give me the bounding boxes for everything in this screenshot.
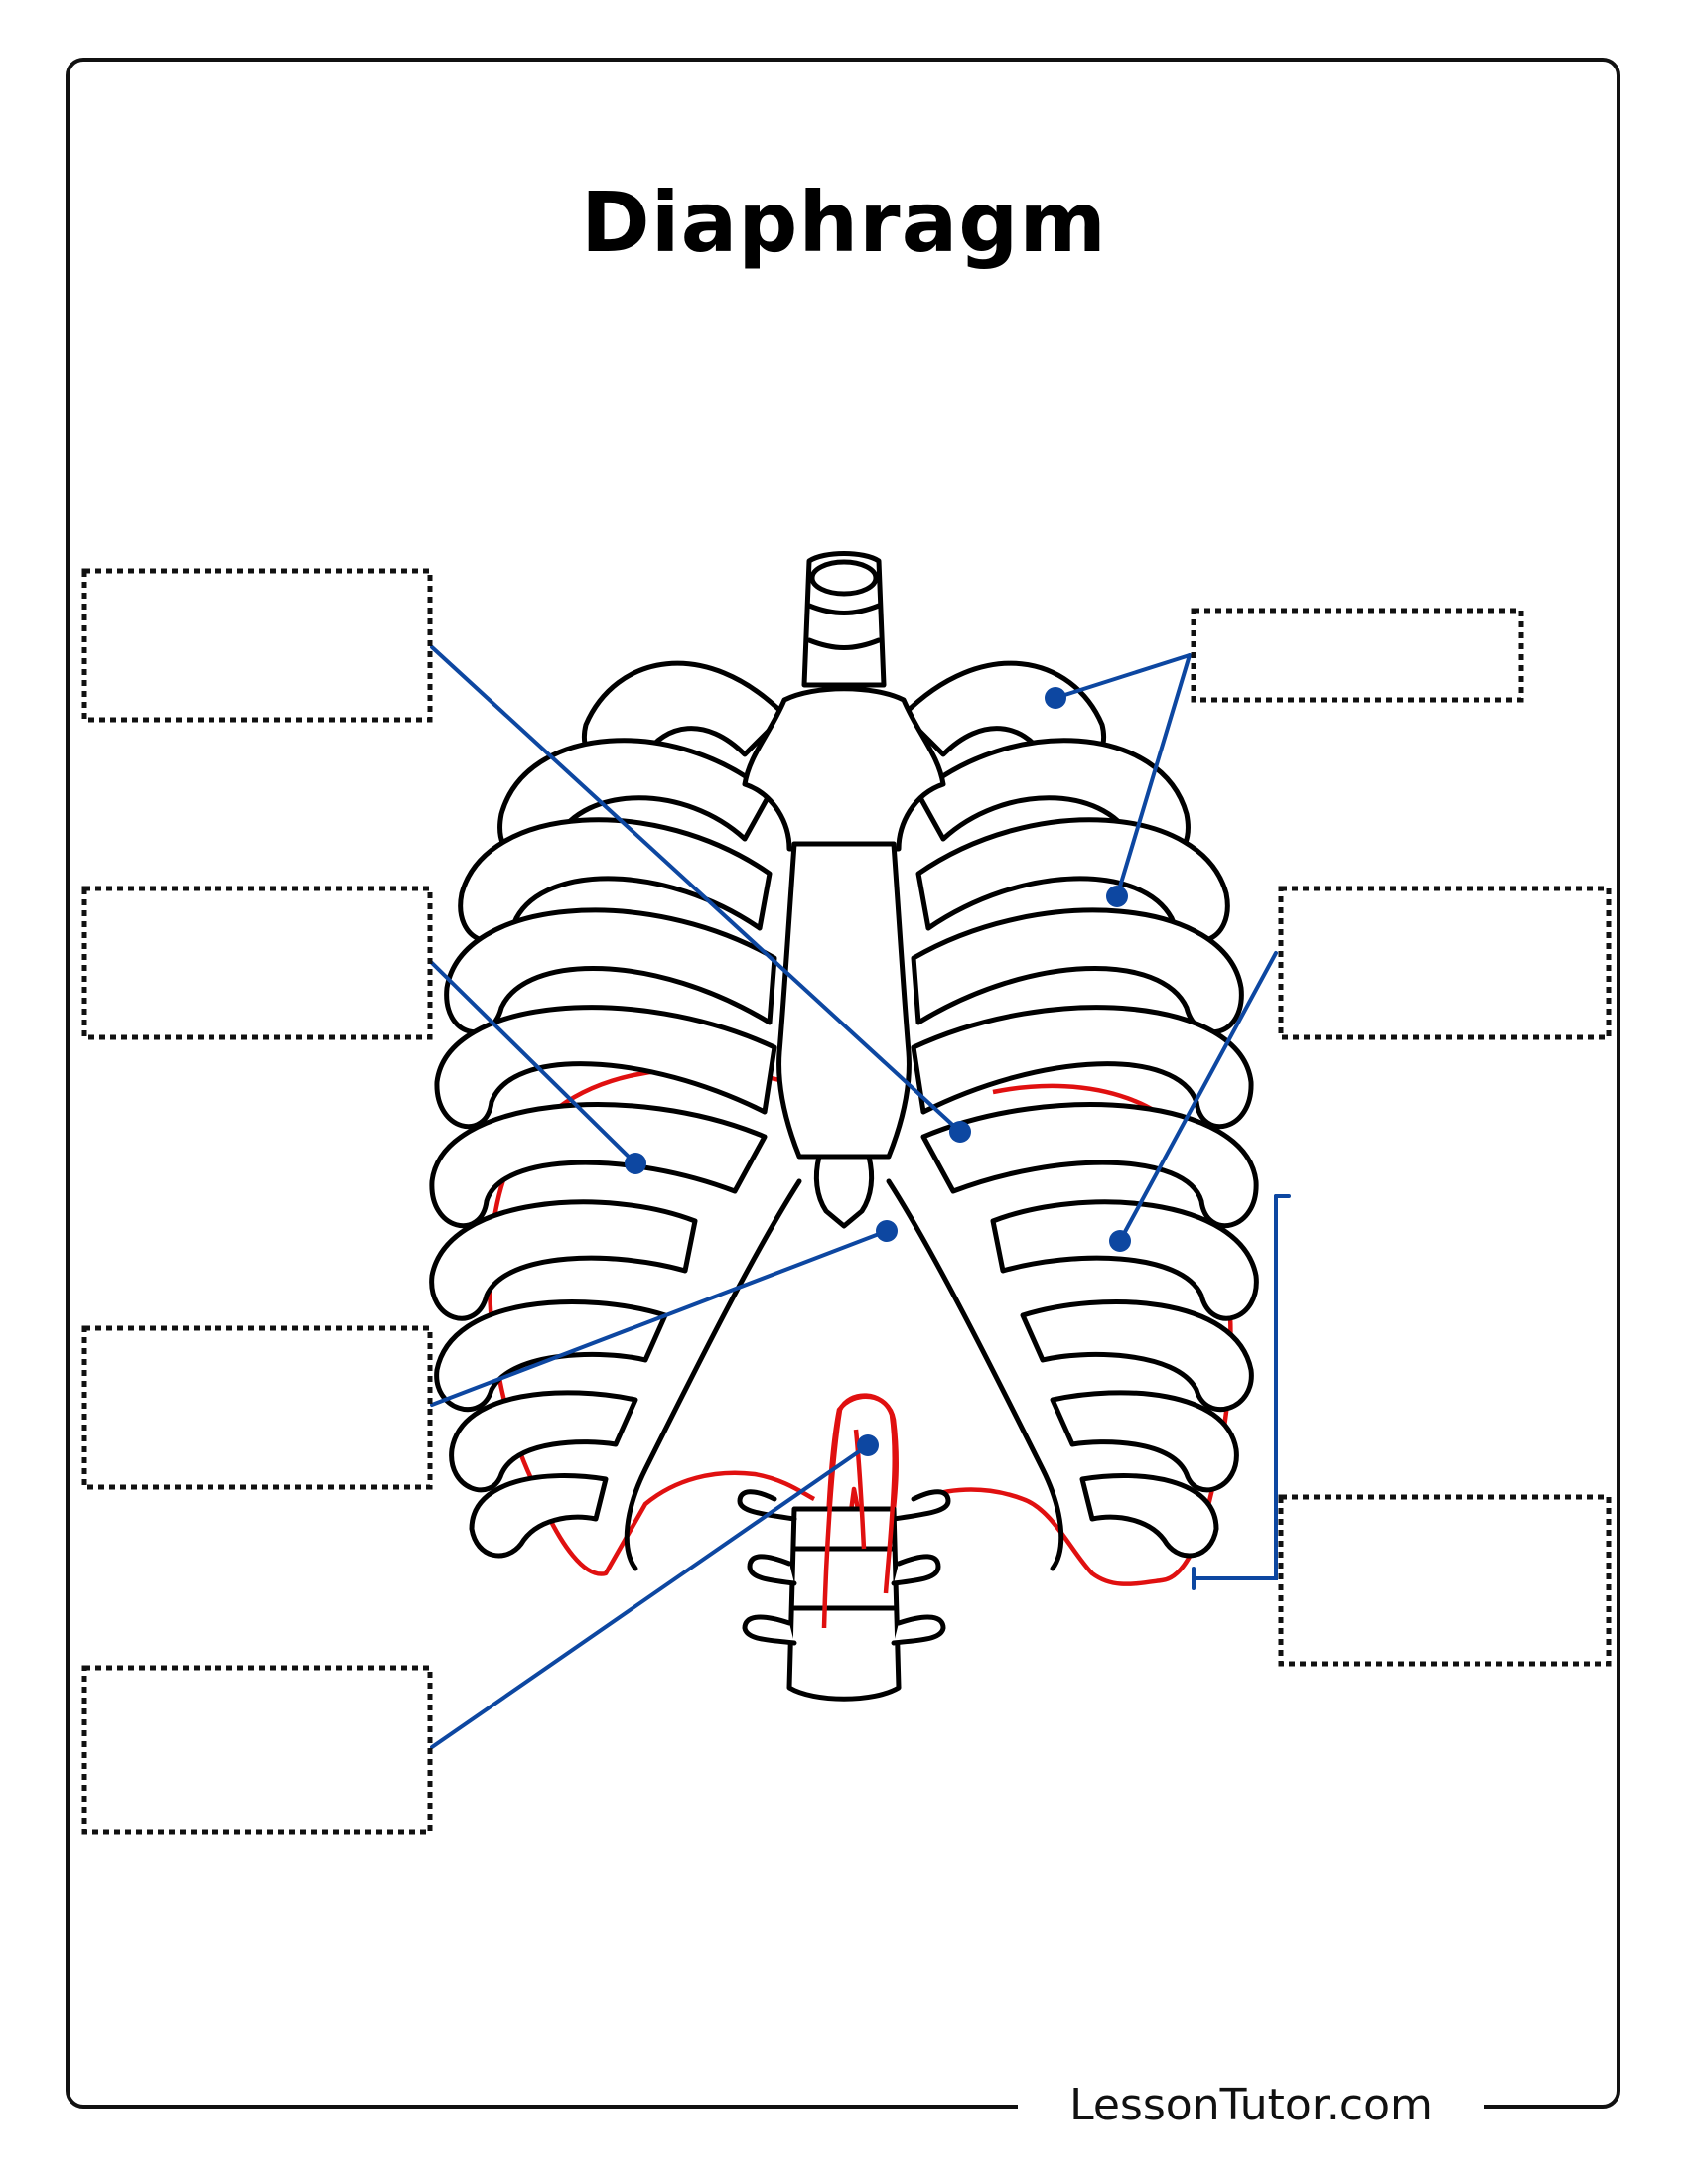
label-box-left-1[interactable] <box>81 568 433 723</box>
label-boxes <box>81 568 1612 1835</box>
label-box-right-1[interactable] <box>1191 608 1524 703</box>
costal-margin <box>624 1178 1064 1571</box>
footer-credit: LessonTutor.com <box>1018 2080 1484 2130</box>
leader-line-1 <box>430 645 962 1134</box>
leader-line-2 <box>430 961 637 1165</box>
sternum <box>742 686 946 1229</box>
xiphoid-process <box>813 1154 875 1229</box>
page-title: Diaphragm <box>581 174 1107 271</box>
leader-dot-1 <box>949 1121 971 1143</box>
leader-dot-2 <box>625 1153 646 1174</box>
label-box-right-2[interactable] <box>1278 886 1612 1040</box>
diaphragm-crura <box>821 1393 897 1629</box>
leader-dot-3 <box>876 1220 898 1242</box>
worksheet-border <box>66 58 1620 2109</box>
leader-bracket-7 <box>1192 1194 1278 1580</box>
label-box-left-3[interactable] <box>81 1325 433 1490</box>
label-box-left-4[interactable] <box>81 1665 433 1835</box>
leader-lines <box>430 645 1291 1749</box>
ribs-left <box>429 660 787 1559</box>
label-box-right-3[interactable] <box>1278 1494 1612 1667</box>
leader-line-6 <box>1118 951 1278 1243</box>
leader-line-5a <box>1054 653 1192 700</box>
leader-line-4 <box>430 1443 870 1749</box>
upper-vertebra <box>801 551 887 688</box>
sternum-body <box>776 841 912 1160</box>
leader-dot-5a <box>1045 687 1066 709</box>
label-box-left-2[interactable] <box>81 886 433 1040</box>
leader-line-3 <box>430 1229 889 1407</box>
manubrium <box>742 686 946 852</box>
ribs-right <box>901 660 1259 1559</box>
leader-dot-4 <box>857 1434 879 1456</box>
lumbar-vertebrae <box>737 1489 951 1702</box>
leader-dot-5b <box>1106 886 1128 907</box>
leader-dot-6 <box>1109 1230 1131 1252</box>
leader-line-5b <box>1115 653 1192 898</box>
